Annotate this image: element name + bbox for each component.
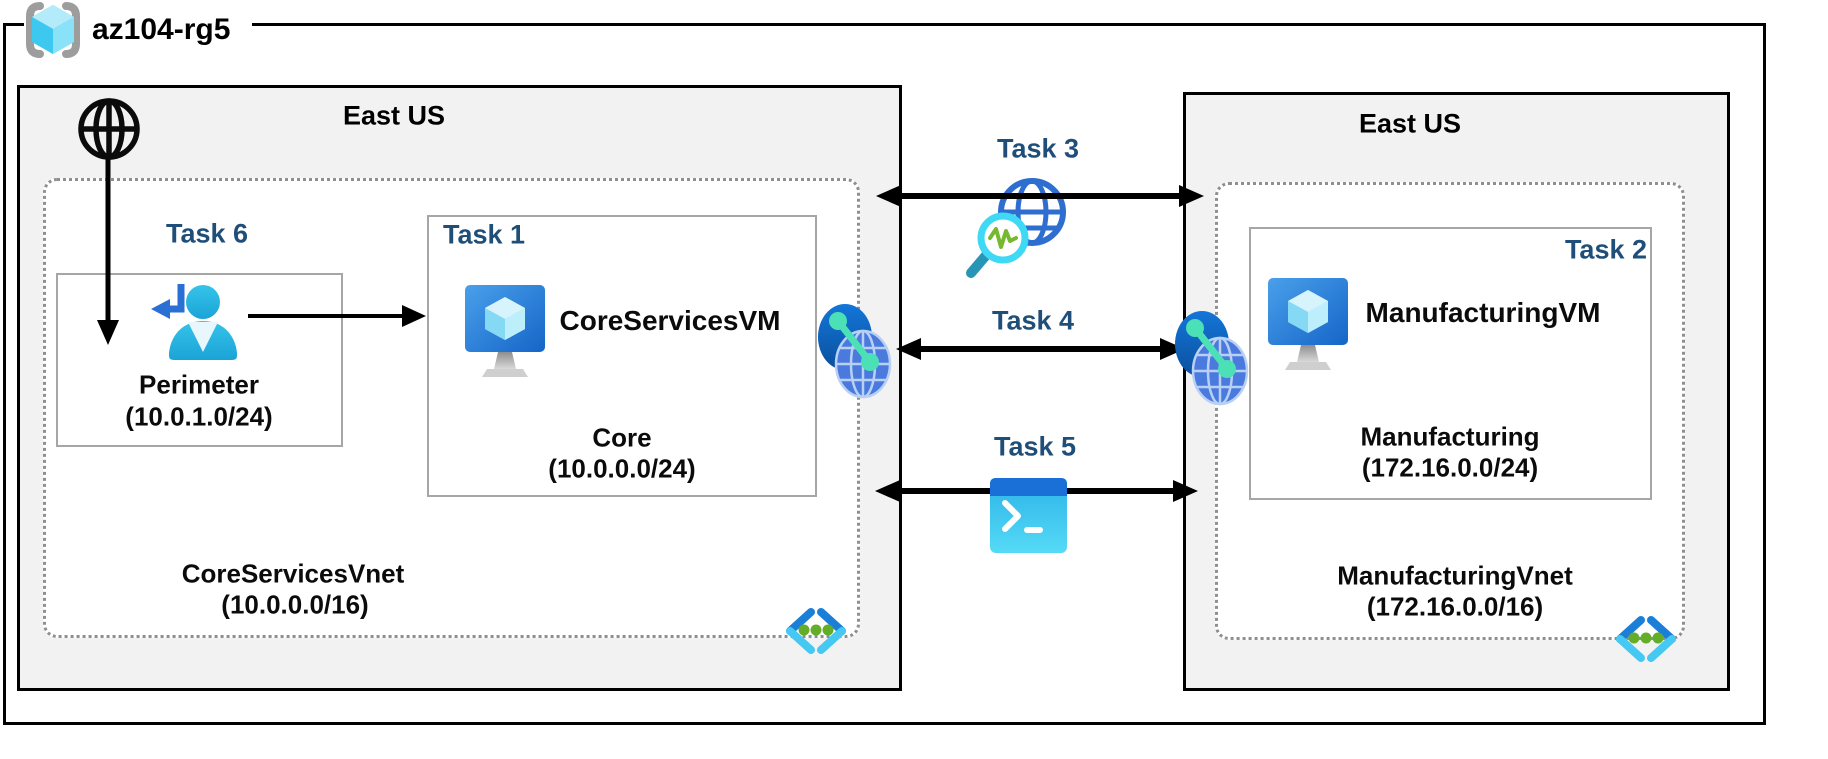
resource-group-icon [26, 2, 80, 58]
perimeter-subnet-cidr: (10.0.1.0/24) [125, 401, 273, 432]
task4-arrow [896, 338, 1185, 360]
internet-globe-icon [78, 98, 140, 160]
resource-group-label: az104-rg5 [92, 13, 231, 46]
manufacturing-vm-name: ManufacturingVM [1365, 297, 1601, 328]
core-subnet-box [427, 215, 817, 497]
manufacturing-vnet-name: ManufacturingVnet [1337, 560, 1573, 591]
core-vm-icon [465, 285, 545, 377]
manufacturing-vm-icon [1268, 278, 1348, 370]
task4-label: Task 4 [991, 305, 1075, 336]
task3-arrow [876, 185, 1204, 207]
vnet-chevrons-icon-left [790, 612, 842, 650]
user-return-arrow-icon [151, 284, 237, 360]
vnet-peering-icon-left [818, 304, 890, 397]
vnet-peering-icon-right [1175, 311, 1247, 404]
region-label-right: East US [1358, 108, 1462, 139]
internet-to-perimeter-arrow [97, 158, 119, 345]
resource-group-frame [3, 23, 1766, 725]
task1-label: Task 1 [443, 219, 526, 250]
perimeter-subnet-name: Perimeter [139, 369, 259, 400]
core-vnet-name: CoreServicesVnet [181, 558, 405, 589]
task3-label: Task 3 [996, 133, 1080, 164]
manufacturing-subnet-cidr: (172.16.0.0/24) [1361, 452, 1539, 483]
core-subnet-cidr: (10.0.0.0/24) [548, 453, 696, 484]
manufacturing-subnet-name: Manufacturing [1360, 421, 1540, 452]
task2-label: Task 2 [1564, 234, 1647, 265]
task6-label: Task 6 [165, 218, 249, 249]
task5-label: Task 5 [993, 431, 1077, 462]
vnet-chevrons-icon-right [1620, 620, 1672, 658]
core-vm-name: CoreServicesVM [559, 305, 781, 336]
core-subnet-name: Core [592, 422, 652, 453]
perimeter-to-core-arrow [248, 305, 426, 327]
region-label-left: East US [342, 100, 446, 131]
manufacturing-vnet-cidr: (172.16.0.0/16) [1366, 591, 1544, 622]
globe-magnifier-icon [966, 178, 1066, 278]
core-vnet-cidr: (10.0.0.0/16) [221, 589, 369, 620]
terminal-icon [990, 478, 1067, 553]
